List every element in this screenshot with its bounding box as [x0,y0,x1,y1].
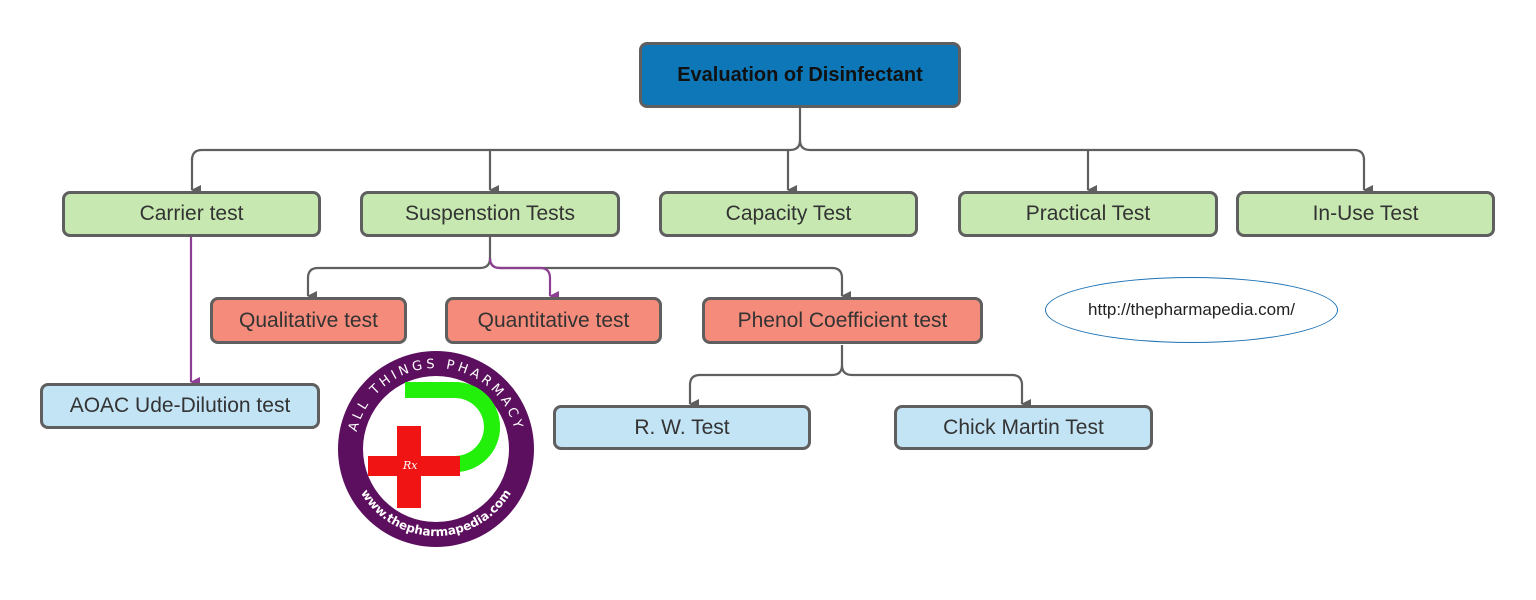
node-suspension-tests: Suspenstion Tests [360,191,620,237]
node-qualitative-test: Qualitative test [210,297,407,344]
arrow-to-chick-martin-test [840,364,1031,409]
node-capacity-test: Capacity Test [659,191,918,237]
all-things-pharmacy-logo: ALL THINGS PHARMACY www.thepharmapedia.c… [338,351,534,547]
node-label: Practical Test [1025,202,1151,225]
node-label: Suspenstion Tests [404,202,576,225]
logo-cross-horizontal [368,456,460,476]
node-label: In-Use Test [1312,202,1419,225]
node-rw-test: R. W. Test [553,405,811,450]
node-label: Capacity Test [725,202,852,225]
arrow-to-quantitative-test [488,257,559,301]
node-practical-test: Practical Test [958,191,1218,237]
connector-root-trunk [190,108,802,161]
logo-rx-symbol: Rx [402,459,418,472]
node-label: R. W. Test [634,415,730,439]
node-label: Quantitative test [477,308,630,332]
node-label: AOAC Ude-Dilution test [69,394,291,417]
node-aoac-ude-dilution-test: AOAC Ude-Dilution test [40,383,320,429]
node-chick-martin-test: Chick Martin Test [894,405,1153,450]
node-label: Qualitative test [239,308,378,332]
node-quantitative-test: Quantitative test [445,297,662,344]
node-label: Chick Martin Test [943,415,1104,439]
website-url-text: http://thepharmapedia.com/ [1088,300,1295,319]
root-node: Evaluation of Disinfectant [639,42,961,108]
arrow-to-phenol-coefficient-test [488,257,851,301]
root-label: Evaluation of Disinfectant [677,63,923,86]
connector-root-right [798,139,1366,161]
node-carrier-test: Carrier test [62,191,321,237]
connector-suspension-branch [306,237,492,301]
node-phenol-coefficient-test: Phenol Coefficient test [702,297,983,344]
arrow-to-rw-test [688,345,844,409]
node-label: Phenol Coefficient test [737,308,948,332]
node-label: Carrier test [139,202,244,225]
node-in-use-test: In-Use Test [1236,191,1495,237]
website-url-note: http://thepharmapedia.com/ [1045,277,1338,343]
